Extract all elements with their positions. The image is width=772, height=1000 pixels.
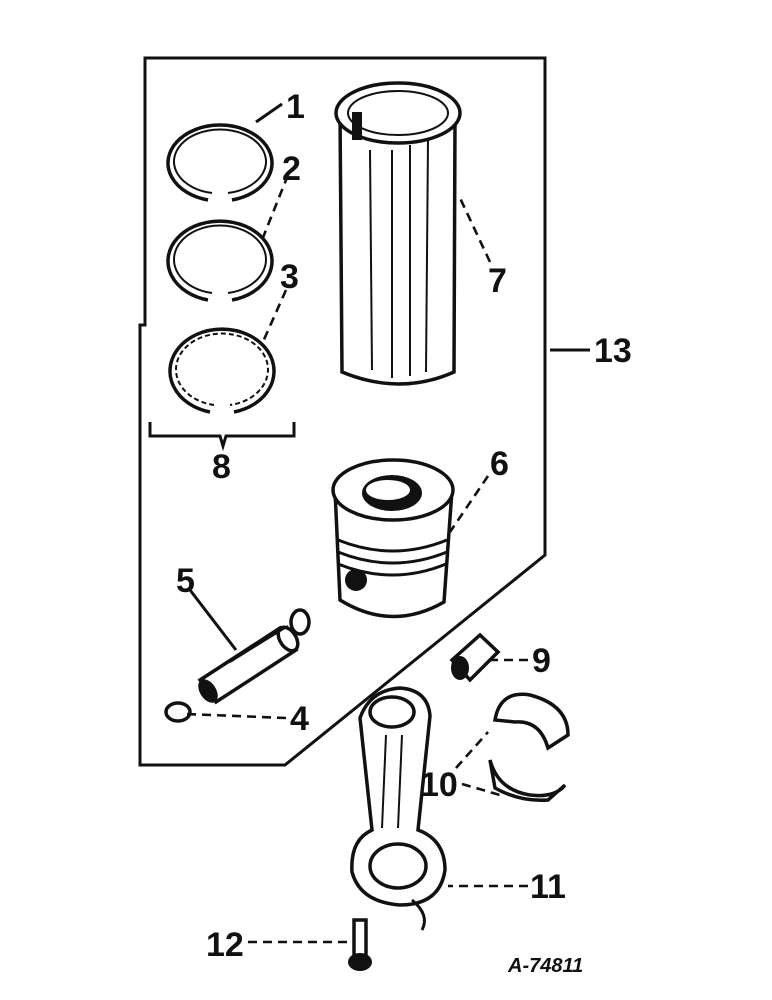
callout-1: 1 (286, 88, 305, 126)
callout-8: 8 (212, 448, 231, 486)
snap-ring-upper (289, 608, 311, 636)
leader-3 (260, 289, 288, 345)
piston-ring-2 (166, 219, 274, 302)
snap-ring-lower (164, 701, 192, 723)
leader-1 (255, 102, 283, 124)
leader-10b (461, 782, 501, 797)
callout-12: 12 (206, 926, 244, 964)
leader-4 (185, 712, 287, 720)
callout-11: 11 (530, 868, 566, 906)
callout-4: 4 (290, 700, 309, 738)
leader-7 (458, 197, 492, 263)
connecting-rod (350, 686, 447, 931)
piston-ring-1 (166, 123, 274, 202)
callout-5: 5 (176, 562, 195, 600)
callout-6: 6 (490, 445, 509, 483)
leader-5 (188, 589, 238, 651)
rod-bolt (348, 918, 372, 971)
callout-10: 10 (420, 766, 458, 804)
piston-ring-3 (168, 327, 276, 414)
callout-9: 9 (532, 642, 551, 680)
leader-6 (448, 475, 490, 533)
cylinder-sleeve (334, 81, 462, 386)
callout-2: 2 (282, 150, 301, 188)
assembly-outline (138, 56, 547, 767)
leader-10a (455, 731, 489, 769)
leader-2 (260, 174, 290, 241)
bearing-shells (488, 692, 570, 802)
callout-13: 13 (594, 332, 632, 370)
pin-bushing (449, 632, 501, 683)
piston-pin (197, 625, 300, 705)
callout-7: 7 (488, 262, 507, 300)
figure-reference-number: A-74811 (507, 955, 583, 977)
piston (331, 458, 455, 619)
callout-3: 3 (280, 258, 299, 296)
ring-set-bracket (148, 422, 296, 452)
